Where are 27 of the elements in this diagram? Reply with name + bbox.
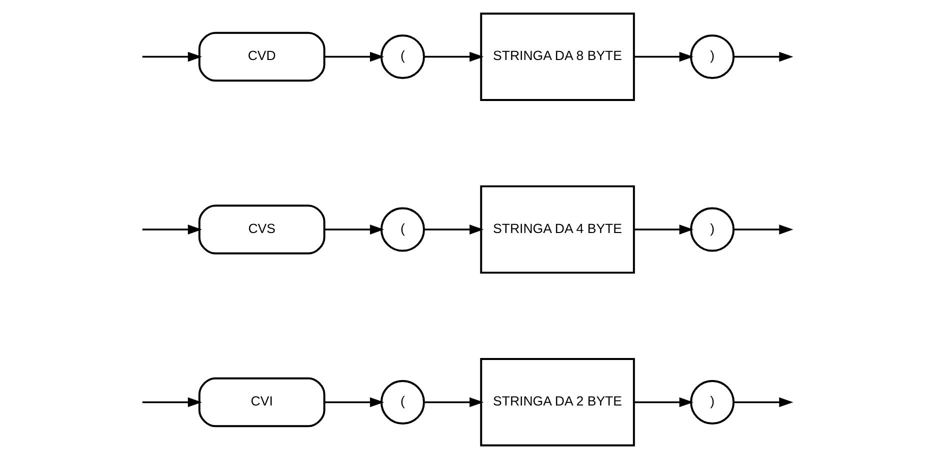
node-circle: )	[690, 34, 735, 80]
arrow	[734, 397, 794, 408]
node-box: STRINGA DA 2 BYTE	[480, 358, 635, 446]
node-circle: (	[380, 380, 425, 424]
node-box: CVS	[198, 204, 326, 254]
arrow	[424, 52, 484, 62]
node-box: STRINGA DA 4 BYTE	[480, 185, 635, 274]
arrow	[424, 397, 484, 408]
arrow	[734, 224, 794, 234]
arrow	[324, 224, 384, 234]
arrow	[142, 52, 202, 62]
arrow	[634, 397, 694, 408]
arrow	[324, 397, 384, 408]
node-circle: )	[690, 207, 735, 252]
arrow	[324, 52, 384, 62]
node-box: CVD	[198, 32, 326, 82]
node-circle: (	[380, 207, 425, 252]
node-circle: (	[380, 34, 425, 80]
node-box: STRINGA DA 8 BYTE	[480, 12, 635, 101]
arrow	[142, 224, 202, 234]
arrow	[424, 224, 484, 234]
node-box: CVI	[198, 377, 326, 428]
arrow	[734, 52, 794, 62]
arrow	[634, 224, 694, 234]
arrow	[142, 397, 202, 408]
arrow	[634, 52, 694, 62]
node-circle: )	[690, 380, 735, 424]
